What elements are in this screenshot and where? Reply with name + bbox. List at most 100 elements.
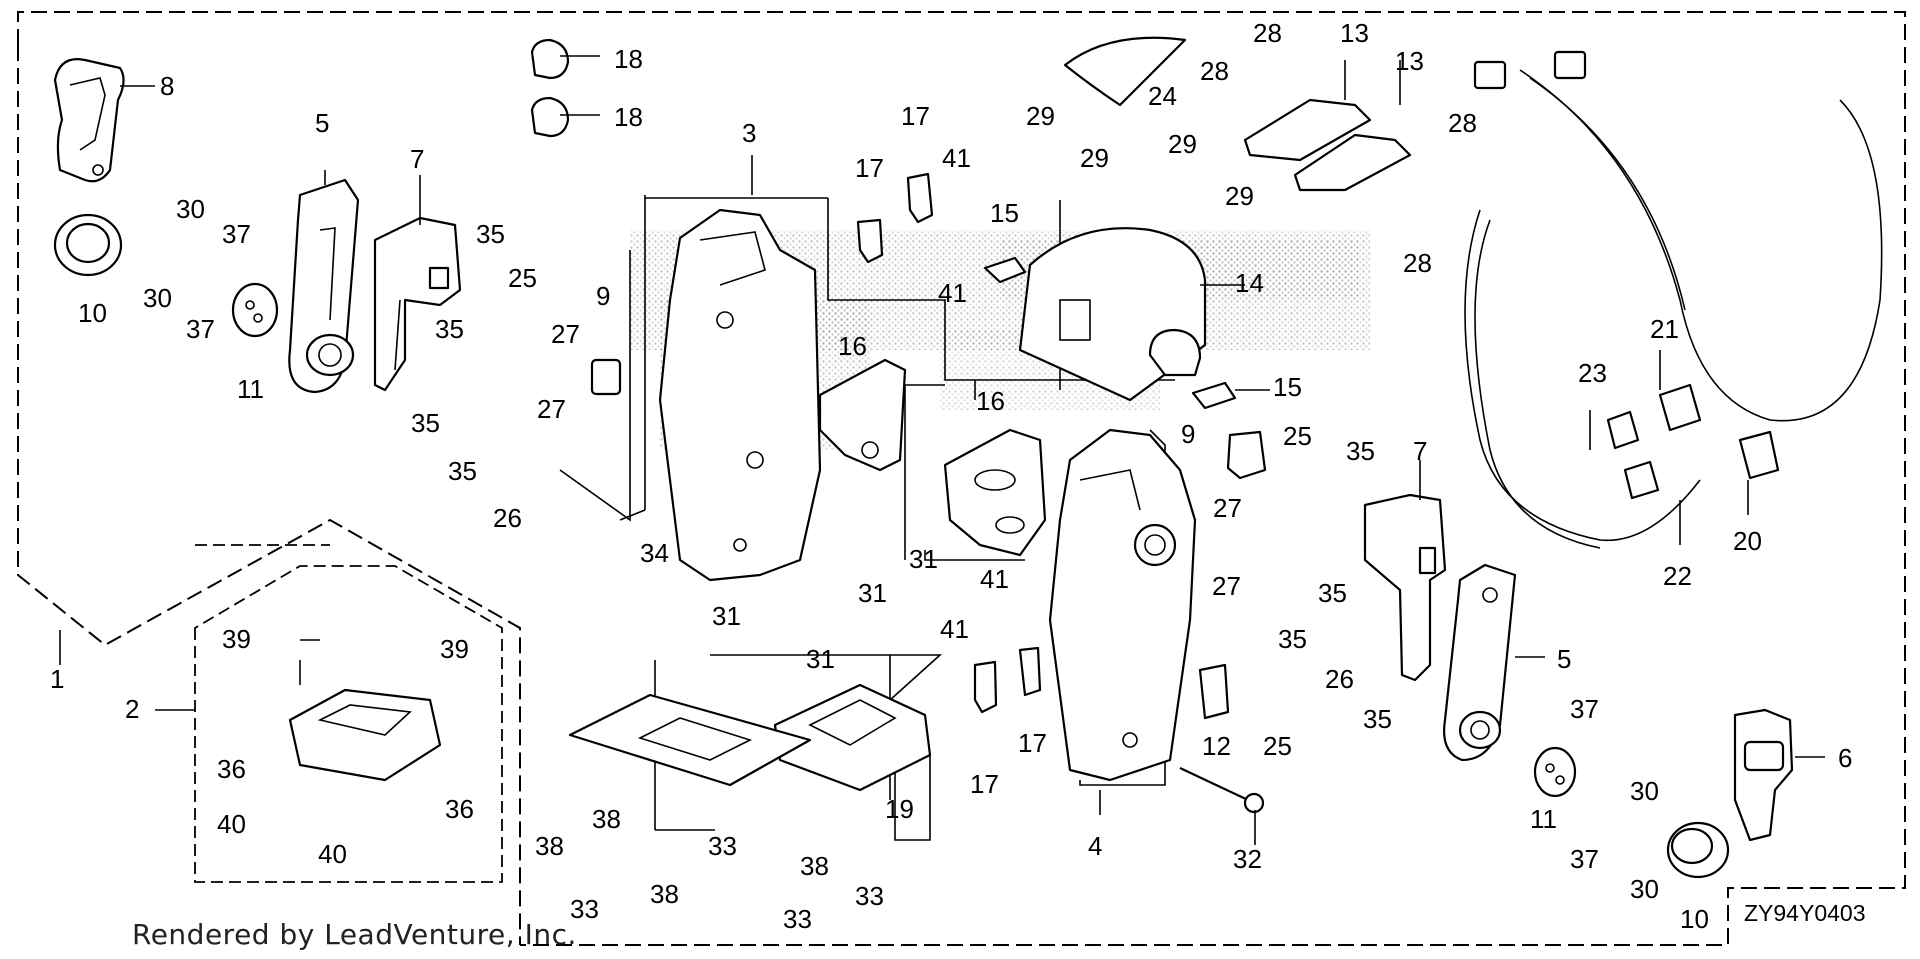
- callout-34: 34: [640, 538, 669, 568]
- part-11-disc: [231, 282, 279, 338]
- callout-14: 14: [1235, 268, 1264, 298]
- callout-1: 1: [50, 664, 64, 694]
- callout-labels: 8 5 7 30 37 30 37 10 11 35 25 35 27 27 3…: [50, 18, 1852, 934]
- callout-37: 37: [1570, 844, 1599, 874]
- callout-31: 31: [909, 544, 938, 574]
- part-6-cover: [1733, 708, 1794, 842]
- callout-31: 31: [858, 578, 887, 608]
- callout-35: 35: [1278, 624, 1307, 654]
- callout-37: 37: [1570, 694, 1599, 724]
- assembly-frame: [17, 11, 1906, 946]
- callout-40: 40: [217, 809, 246, 839]
- callout-10: 10: [78, 298, 107, 328]
- callout-31: 31: [806, 644, 835, 674]
- callout-6: 6: [1838, 743, 1852, 773]
- part-16-gasket: [818, 358, 907, 472]
- callout-28: 28: [1200, 56, 1229, 86]
- part-14-cover: [1018, 227, 1207, 402]
- callout-28: 28: [1253, 18, 1282, 48]
- callout-29: 29: [1026, 101, 1055, 131]
- callout-8: 8: [160, 71, 174, 101]
- callout-33: 33: [855, 881, 884, 911]
- callout-16: 16: [976, 386, 1005, 416]
- callout-17: 17: [970, 769, 999, 799]
- callout-30: 30: [143, 283, 172, 313]
- callout-30: 30: [176, 194, 205, 224]
- part-3-housing: [658, 208, 822, 582]
- callout-27: 27: [1212, 571, 1241, 601]
- part-10-grommet: [53, 213, 123, 277]
- callout-38: 38: [650, 879, 679, 909]
- callout-23: 23: [1578, 358, 1607, 388]
- part-7-cover: [373, 216, 462, 392]
- part-5-lever-right: [1443, 563, 1517, 762]
- callout-24: 24: [1148, 81, 1177, 111]
- callout-4: 4: [1088, 831, 1102, 861]
- callout-35: 35: [476, 219, 505, 249]
- callout-35: 35: [448, 456, 477, 486]
- leader-lines: [59, 55, 1825, 845]
- callout-41: 41: [980, 564, 1009, 594]
- callout-28: 28: [1403, 248, 1432, 278]
- callout-36: 36: [445, 794, 474, 824]
- callout-41: 41: [940, 614, 969, 644]
- callout-40: 40: [318, 839, 347, 869]
- part-2-spacer: [288, 688, 442, 782]
- callout-13: 13: [1395, 46, 1424, 76]
- callout-36: 36: [217, 754, 246, 784]
- callout-25: 25: [1263, 731, 1292, 761]
- callout-37: 37: [186, 314, 215, 344]
- part-7-cover-right: [1363, 493, 1447, 682]
- part-13-bracket: [1243, 98, 1412, 192]
- callout-38: 38: [592, 804, 621, 834]
- callout-27: 27: [551, 319, 580, 349]
- callout-9: 9: [1181, 419, 1195, 449]
- callout-35: 35: [411, 408, 440, 438]
- callout-33: 33: [708, 831, 737, 861]
- callout-15: 15: [1273, 372, 1302, 402]
- callout-3: 3: [742, 118, 756, 148]
- callout-35: 35: [1363, 704, 1392, 734]
- callout-16: 16: [838, 331, 867, 361]
- callout-41: 41: [942, 143, 971, 173]
- part-19-gasket: [773, 683, 932, 792]
- callout-30: 30: [1630, 874, 1659, 904]
- part-10-grommet-right: [1666, 821, 1730, 879]
- callout-11: 11: [237, 374, 264, 404]
- part-4-housing: [1048, 428, 1197, 782]
- callout-29: 29: [1225, 181, 1254, 211]
- harness-cables: [1464, 50, 1883, 549]
- callout-12: 12: [1202, 731, 1231, 761]
- callout-26: 26: [493, 503, 522, 533]
- callout-13: 13: [1340, 18, 1369, 48]
- callout-27: 27: [537, 394, 566, 424]
- callout-20: 20: [1733, 526, 1762, 556]
- callout-17: 17: [901, 101, 930, 131]
- kit-2-frame: [194, 565, 503, 883]
- part-11-disc-right: [1533, 746, 1577, 798]
- callout-5: 5: [1557, 644, 1571, 674]
- part-18-plugs: [530, 38, 570, 138]
- callout-29: 29: [1080, 143, 1109, 173]
- callout-32: 32: [1233, 844, 1262, 874]
- callout-33: 33: [570, 894, 599, 924]
- part-17-clips: [856, 172, 1042, 714]
- callout-39: 39: [222, 624, 251, 654]
- part-9-pad: [590, 358, 1267, 480]
- callout-11: 11: [1530, 804, 1557, 834]
- callout-21: 21: [1650, 314, 1679, 344]
- callout-17: 17: [1018, 728, 1047, 758]
- callout-30: 30: [1630, 776, 1659, 806]
- callout-17: 17: [855, 153, 884, 183]
- callout-18: 18: [614, 44, 643, 74]
- callout-22: 22: [1663, 561, 1692, 591]
- callout-7: 7: [410, 144, 424, 174]
- callout-19: 19: [885, 794, 914, 824]
- callout-38: 38: [535, 831, 564, 861]
- diagram-code: ZY94Y0403: [1744, 900, 1866, 926]
- callout-35: 35: [435, 314, 464, 344]
- callout-27: 27: [1213, 493, 1242, 523]
- callout-9: 9: [596, 281, 610, 311]
- callout-25: 25: [508, 263, 537, 293]
